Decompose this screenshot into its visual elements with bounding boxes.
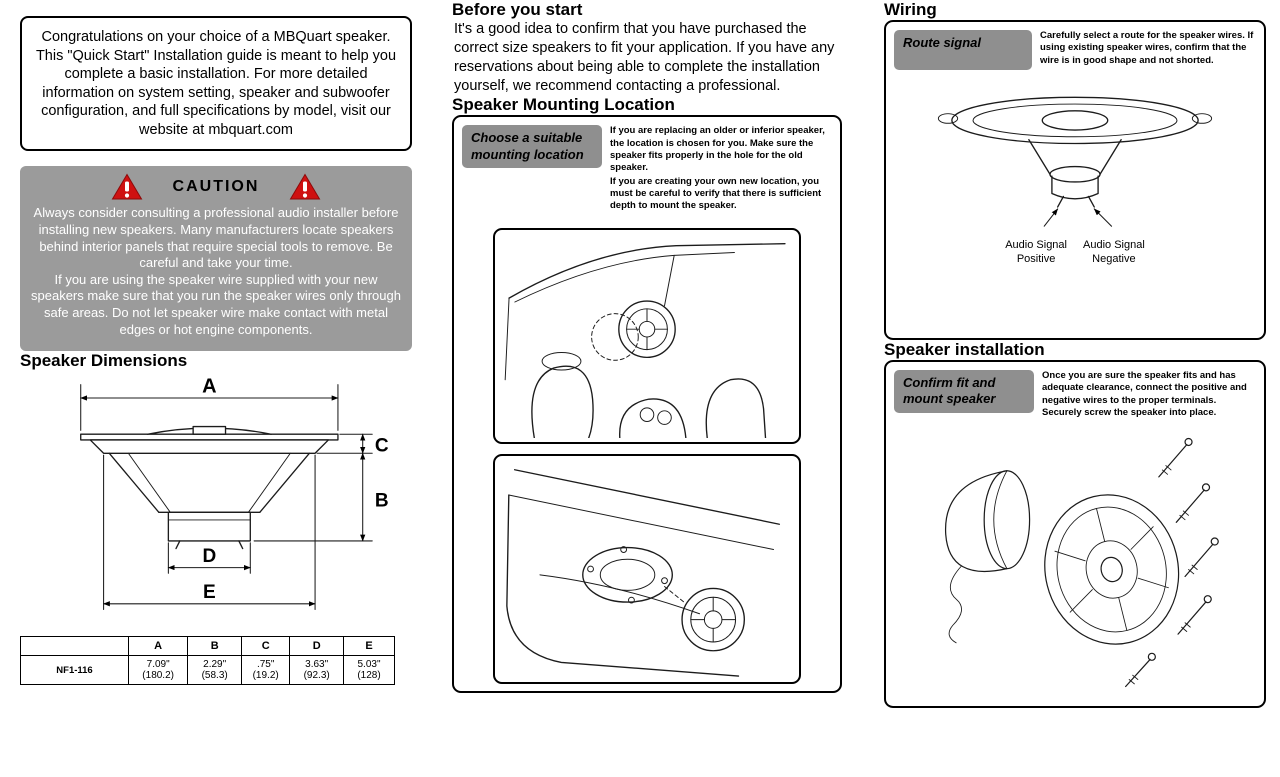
- signal-labels: Audio Signal Positive Audio Signal Negat…: [894, 239, 1256, 267]
- caution-title: CAUTION: [172, 178, 260, 196]
- svg-text:B: B: [375, 491, 389, 512]
- audio-signal-positive-label: Audio Signal Positive: [1005, 239, 1067, 265]
- svg-text:A: A: [202, 376, 216, 398]
- value-d: 3.63"(92.3): [289, 655, 345, 686]
- dimensions-table: A B C D E NF1-116 7.09"(180.2) 2.29"(58.…: [20, 636, 395, 686]
- exploded-speaker-illustration: [945, 438, 1219, 688]
- installation-instructions: Once you are sure the speaker fits and h…: [1042, 370, 1256, 420]
- wiring-figure: Audio Signal Positive Audio Signal Negat…: [894, 80, 1256, 267]
- caution-header: CAUTION: [30, 173, 402, 201]
- installation-tag-row: Confirm fit and mount speaker Once you a…: [894, 370, 1256, 420]
- mounting-instructions: If you are replacing an older or inferio…: [610, 125, 832, 213]
- installation-paragraph: Once you are sure the speaker fits and h…: [1042, 370, 1247, 419]
- door-panel-frame: [493, 453, 801, 684]
- intro-text: Congratulations on your choice of a MBQu…: [35, 29, 397, 138]
- table-header-b: B: [187, 636, 243, 657]
- middle-column: Before you start It's a good idea to con…: [452, 0, 842, 694]
- table-header-e: E: [343, 636, 395, 657]
- installation-tag: Confirm fit and mount speaker: [894, 370, 1034, 413]
- value-e: 5.03"(128): [343, 655, 395, 686]
- wiring-tag-row: Route signal Carefully select a route fo…: [894, 30, 1256, 70]
- screw-icon: [1175, 483, 1211, 524]
- screw-icon: [1125, 653, 1156, 688]
- table-header-a: A: [127, 636, 189, 657]
- screw-icon: [1177, 595, 1212, 636]
- wiring-instructions: Carefully select a route for the speaker…: [1040, 30, 1256, 68]
- warning-icon: [111, 173, 142, 200]
- before-you-start-text: It's a good idea to confirm that you hav…: [454, 21, 835, 94]
- car-interior-illustration: [504, 242, 786, 438]
- intro-box: Congratulations on your choice of a MBQu…: [20, 16, 412, 152]
- wiring-panel: Route signal Carefully select a route fo…: [884, 20, 1266, 340]
- installation-panel: Confirm fit and mount speaker Once you a…: [884, 360, 1266, 708]
- warning-icon: [290, 173, 321, 200]
- value-a: 7.09"(180.2): [127, 655, 189, 686]
- dimension-diagram: A C: [80, 376, 389, 611]
- caution-paragraph-1: Always consider consulting a professiona…: [33, 205, 399, 271]
- model-cell: NF1-116: [20, 655, 129, 686]
- left-column: Congratulations on your choice of a MBQu…: [20, 0, 412, 686]
- installation-figure: [894, 428, 1256, 695]
- table-row: NF1-116 7.09"(180.2) 2.29"(58.3) .75"(19…: [20, 655, 395, 686]
- mounting-paragraph-2: If you are creating your own new locatio…: [610, 175, 822, 212]
- before-you-start-heading: Before you start: [452, 0, 583, 19]
- mounting-tag-row: Choose a suitable mounting location If y…: [462, 125, 832, 213]
- speaker-rear-illustration: [937, 96, 1213, 227]
- caution-box: CAUTION Always consider consulting a pro…: [20, 166, 412, 352]
- table-header-c: C: [241, 636, 291, 657]
- speaker-installation-heading: Speaker installation: [884, 340, 1045, 359]
- audio-signal-negative-label: Audio Signal Negative: [1083, 239, 1145, 265]
- wiring-paragraph: Carefully select a route for the speaker…: [1040, 30, 1254, 66]
- mounting-paragraph-1: If you are replacing an older or inferio…: [610, 125, 825, 174]
- svg-text:C: C: [375, 436, 389, 457]
- screw-icon: [1184, 537, 1219, 578]
- table-header-row: A B C D E: [20, 636, 395, 657]
- right-column: Wiring Route signal Carefully select a r…: [884, 0, 1266, 708]
- mounting-tag: Choose a suitable mounting location: [462, 125, 602, 168]
- caution-paragraph-2: If you are using the speaker wire suppli…: [31, 271, 401, 337]
- screw-icon: [1158, 438, 1193, 478]
- wiring-heading: Wiring: [884, 0, 937, 19]
- svg-text:D: D: [202, 546, 216, 567]
- speaker-dimensions-figure: A C: [20, 375, 412, 628]
- wiring-tag: Route signal: [894, 30, 1032, 70]
- car-interior-frame: [493, 227, 801, 444]
- caution-body: Always consider consulting a professiona…: [30, 205, 402, 338]
- mounting-location-heading: Speaker Mounting Location: [452, 95, 675, 115]
- speaker-dimensions-heading: Speaker Dimensions: [20, 351, 188, 371]
- table-header-model: [20, 636, 129, 657]
- mounting-panel: Choose a suitable mounting location If y…: [452, 115, 842, 694]
- door-panel-illustration: [506, 468, 781, 677]
- value-b: 2.29"(58.3): [187, 655, 243, 686]
- value-c: .75"(19.2): [241, 655, 291, 686]
- svg-text:E: E: [203, 582, 216, 603]
- table-header-d: D: [289, 636, 345, 657]
